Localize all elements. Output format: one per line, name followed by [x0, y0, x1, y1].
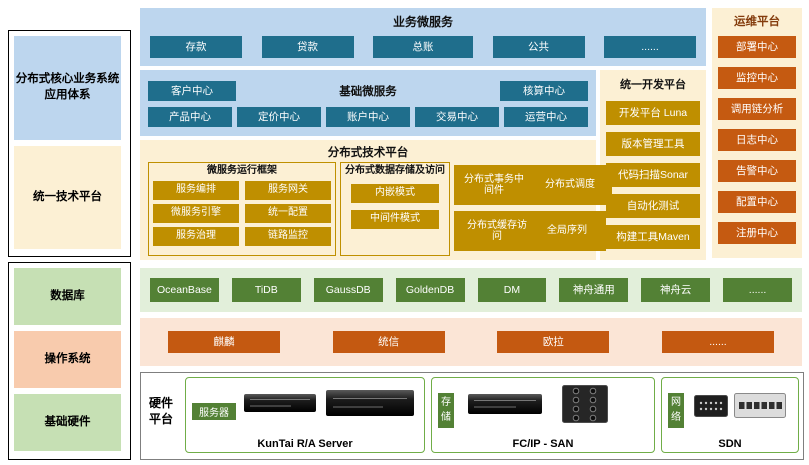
ops-item: 部署中心: [718, 36, 796, 58]
ops-item: 监控中心: [718, 67, 796, 89]
runtime-framework-title: 微服务运行框架: [207, 165, 277, 176]
business-microservices-title: 业务微服务: [392, 15, 453, 29]
left-upper-frame: 分布式核心业务系统 应用体系 统一技术平台: [8, 30, 131, 257]
basic-service-item: 核算中心: [500, 81, 588, 101]
hardware-label: 基础硬件: [14, 394, 121, 451]
database-item: GaussDB: [313, 278, 383, 302]
basic-microservices-panel: 客户中心 基础微服务 核算中心 产品中心 定价中心 账户中心 交易中心 运营中心: [140, 70, 596, 136]
server-icon: [244, 394, 316, 412]
database-item: 神舟云: [641, 278, 711, 302]
business-service-item: 贷款: [261, 36, 354, 58]
app-system-label: 分布式核心业务系统 应用体系: [14, 36, 121, 140]
storage-rack-icon: [468, 394, 542, 414]
ops-platform-panel: 运维平台 部署中心 监控中心 调用链分析 日志中心 告警中心 配置中心 注册中心: [712, 8, 802, 258]
runtime-item: 服务网关: [245, 180, 331, 200]
business-microservices-panel: 业务微服务 存款 贷款 总账 公共 ......: [140, 8, 706, 66]
hardware-platform-section: 硬件平台 服务器 KunTai R/A Server 存储: [140, 372, 804, 460]
database-item: OceanBase: [150, 278, 219, 302]
storage-caption: FC/IP - SAN: [512, 438, 574, 450]
basic-microservices-title: 基础微服务: [339, 86, 397, 98]
basic-service-item: 账户中心: [326, 107, 410, 127]
storage-group: 存储 FC/IP - SAN: [431, 377, 655, 453]
runtime-item: 服务编排: [153, 180, 239, 200]
runtime-item: 统一配置: [245, 203, 331, 223]
os-item: 欧拉: [497, 331, 610, 353]
distributed-block: 分布式调度: [528, 165, 612, 205]
database-item: 神舟通用: [559, 278, 629, 302]
distributed-block: 分布式缓存访问: [454, 211, 540, 251]
dev-item: 代码扫描Sonar: [606, 163, 700, 187]
basic-service-item: 交易中心: [415, 107, 499, 127]
dev-platform-title: 统一开发平台: [620, 79, 686, 91]
dev-item: 开发平台 Luna: [606, 101, 700, 125]
database-item: GoldenDB: [395, 278, 465, 302]
dev-platform-panel: 统一开发平台 开发平台 Luna 版本管理工具 代码扫描Sonar 自动化测试 …: [600, 70, 706, 260]
data-storage-box: 分布式数据存储及访问 内嵌模式 中间件模式: [340, 162, 450, 256]
storage-access-item: 中间件模式: [351, 209, 439, 229]
os-item: 统信: [332, 331, 445, 353]
business-service-item: 总账: [373, 36, 473, 58]
basic-service-item: 运营中心: [504, 107, 588, 127]
dev-item: 自动化测试: [606, 194, 700, 218]
tech-platform-label: 统一技术平台: [14, 146, 121, 249]
hardware-platform-label: 硬件平台: [148, 396, 173, 427]
database-item: TiDB: [231, 278, 301, 302]
os-label: 操作系统: [14, 331, 121, 388]
os-item: 麒麟: [168, 331, 280, 353]
ops-platform-title: 运维平台: [734, 16, 780, 28]
runtime-framework-box: 微服务运行框架 服务编排 服务网关 微服务引擎 统一配置 服务治理 链路监控: [148, 162, 336, 256]
runtime-item: 服务治理: [153, 226, 239, 246]
dev-item: 版本管理工具: [606, 132, 700, 156]
app-system-line2: 应用体系: [44, 89, 91, 101]
disk-array-icon: [562, 385, 608, 428]
distributed-block: 全局序列: [528, 211, 606, 251]
os-item: ......: [661, 331, 774, 353]
basic-service-item: 客户中心: [148, 81, 236, 101]
network-tag: 网络: [668, 393, 684, 428]
ops-item: 日志中心: [718, 129, 796, 151]
os-strip: 麒麟 统信 欧拉 ......: [140, 318, 802, 366]
server-caption: KunTai R/A Server: [257, 438, 353, 450]
basic-service-item: 定价中心: [237, 107, 321, 127]
server-tag: 服务器: [192, 403, 236, 420]
network-switch-icon: [694, 395, 728, 422]
storage-tag: 存储: [438, 393, 454, 428]
basic-service-item: 产品中心: [148, 107, 232, 127]
runtime-item: 链路监控: [245, 226, 331, 246]
storage-access-item: 内嵌模式: [351, 183, 439, 203]
dev-item: 构建工具Maven: [606, 225, 700, 249]
left-lower-frame: 数据库 操作系统 基础硬件: [8, 262, 131, 460]
ops-item: 注册中心: [718, 222, 796, 244]
database-item: DM: [477, 278, 547, 302]
distributed-platform-title: 分布式技术平台: [327, 147, 409, 159]
business-service-item: ......: [604, 36, 696, 58]
network-caption: SDN: [718, 438, 742, 450]
data-storage-title: 分布式数据存储及访问: [345, 165, 445, 176]
distributed-platform-panel: 分布式技术平台 微服务运行框架 服务编排 服务网关 微服务引擎 统一配置 服务治…: [140, 140, 612, 260]
server-icon: [326, 390, 414, 416]
ops-item: 配置中心: [718, 191, 796, 213]
runtime-item: 微服务引擎: [153, 203, 239, 223]
ops-item: 调用链分析: [718, 98, 796, 120]
business-service-item: 公共: [492, 36, 585, 58]
distributed-block: 分布式事务中间件: [454, 165, 534, 205]
network-router-icon: [734, 393, 786, 423]
ops-item: 告警中心: [718, 160, 796, 182]
database-item: ......: [723, 278, 792, 302]
network-group: 网络: [661, 377, 799, 453]
app-system-line1: 分布式核心业务系统: [15, 73, 120, 86]
database-strip: OceanBase TiDB GaussDB GoldenDB DM 神舟通用 …: [140, 268, 802, 312]
server-group: 服务器 KunTai R/A Server: [185, 377, 425, 453]
database-label: 数据库: [14, 268, 121, 325]
business-service-item: 存款: [150, 36, 242, 58]
